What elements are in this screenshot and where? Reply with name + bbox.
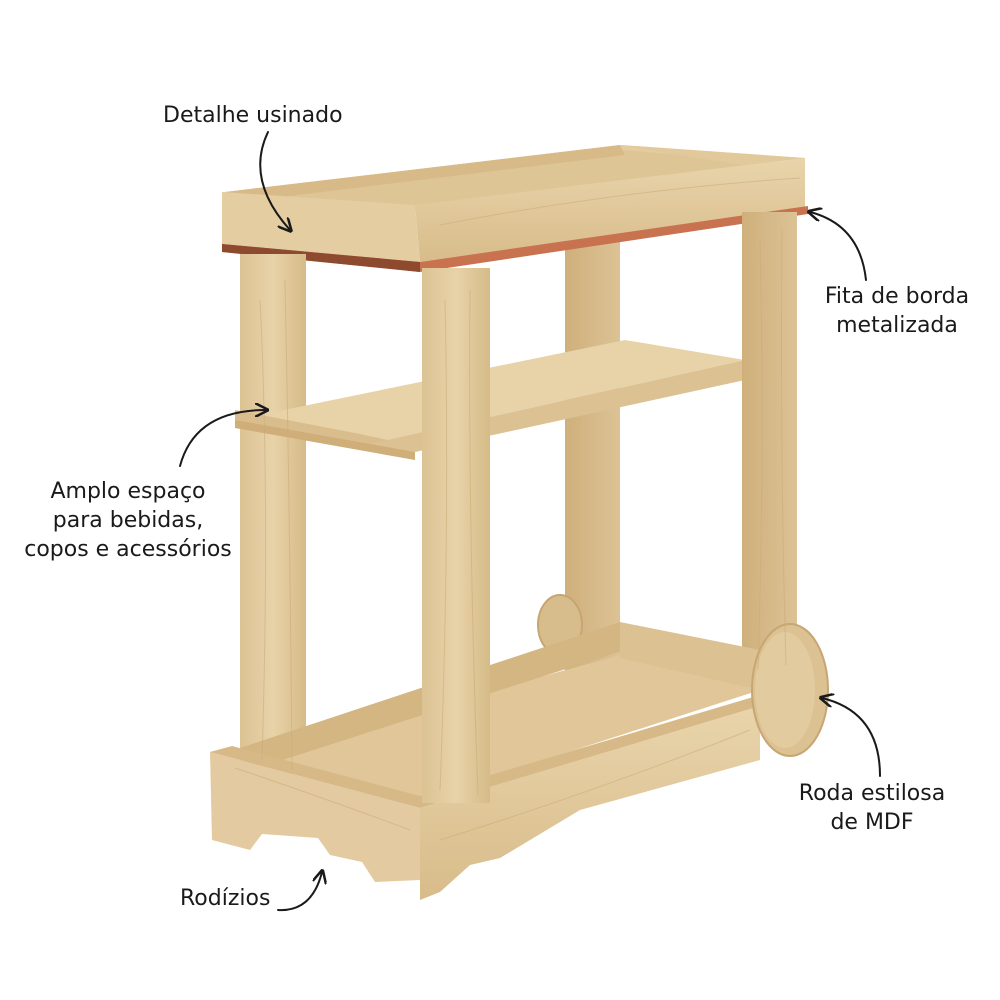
label-edge-tape: Fita de borda metalizada xyxy=(812,282,982,340)
label-wheel: Roda estilosa de MDF xyxy=(782,779,962,837)
annotation-arrows xyxy=(179,131,881,912)
back-right-leg xyxy=(742,212,797,682)
top-tray xyxy=(222,145,808,272)
label-edge-tape-line1: Fita de borda xyxy=(824,284,970,309)
arrow-machined-detail xyxy=(259,131,290,230)
label-edge-tape-line2: metalizada xyxy=(836,313,958,338)
label-machined-detail: Detalhe usinado xyxy=(163,101,343,130)
arrow-edge-tape xyxy=(810,212,867,281)
wood-grain xyxy=(234,177,801,841)
label-casters-line1: Rodízios xyxy=(180,886,271,911)
arrow-casters xyxy=(277,872,322,912)
arrow-wheel xyxy=(822,698,881,777)
label-wide-space-line1: Amplo espaço xyxy=(50,479,206,504)
label-wheel-line1: Roda estilosa xyxy=(798,781,946,806)
front-right-leg xyxy=(422,268,490,803)
label-casters: Rodízios xyxy=(180,884,270,913)
arrow-wide-space xyxy=(179,410,266,467)
front-left-leg xyxy=(240,254,306,774)
label-wide-space-line2: para bebidas, xyxy=(52,508,204,533)
front-wheel xyxy=(751,623,829,757)
bottom-tray xyxy=(210,622,760,900)
label-wheel-line2: de MDF xyxy=(830,810,914,835)
label-wide-space-line3: copos e acessórios xyxy=(24,537,232,562)
label-machined-detail-line1: Detalhe usinado xyxy=(163,103,343,128)
label-wide-space: Amplo espaço para bebidas, copos e acess… xyxy=(8,477,248,564)
